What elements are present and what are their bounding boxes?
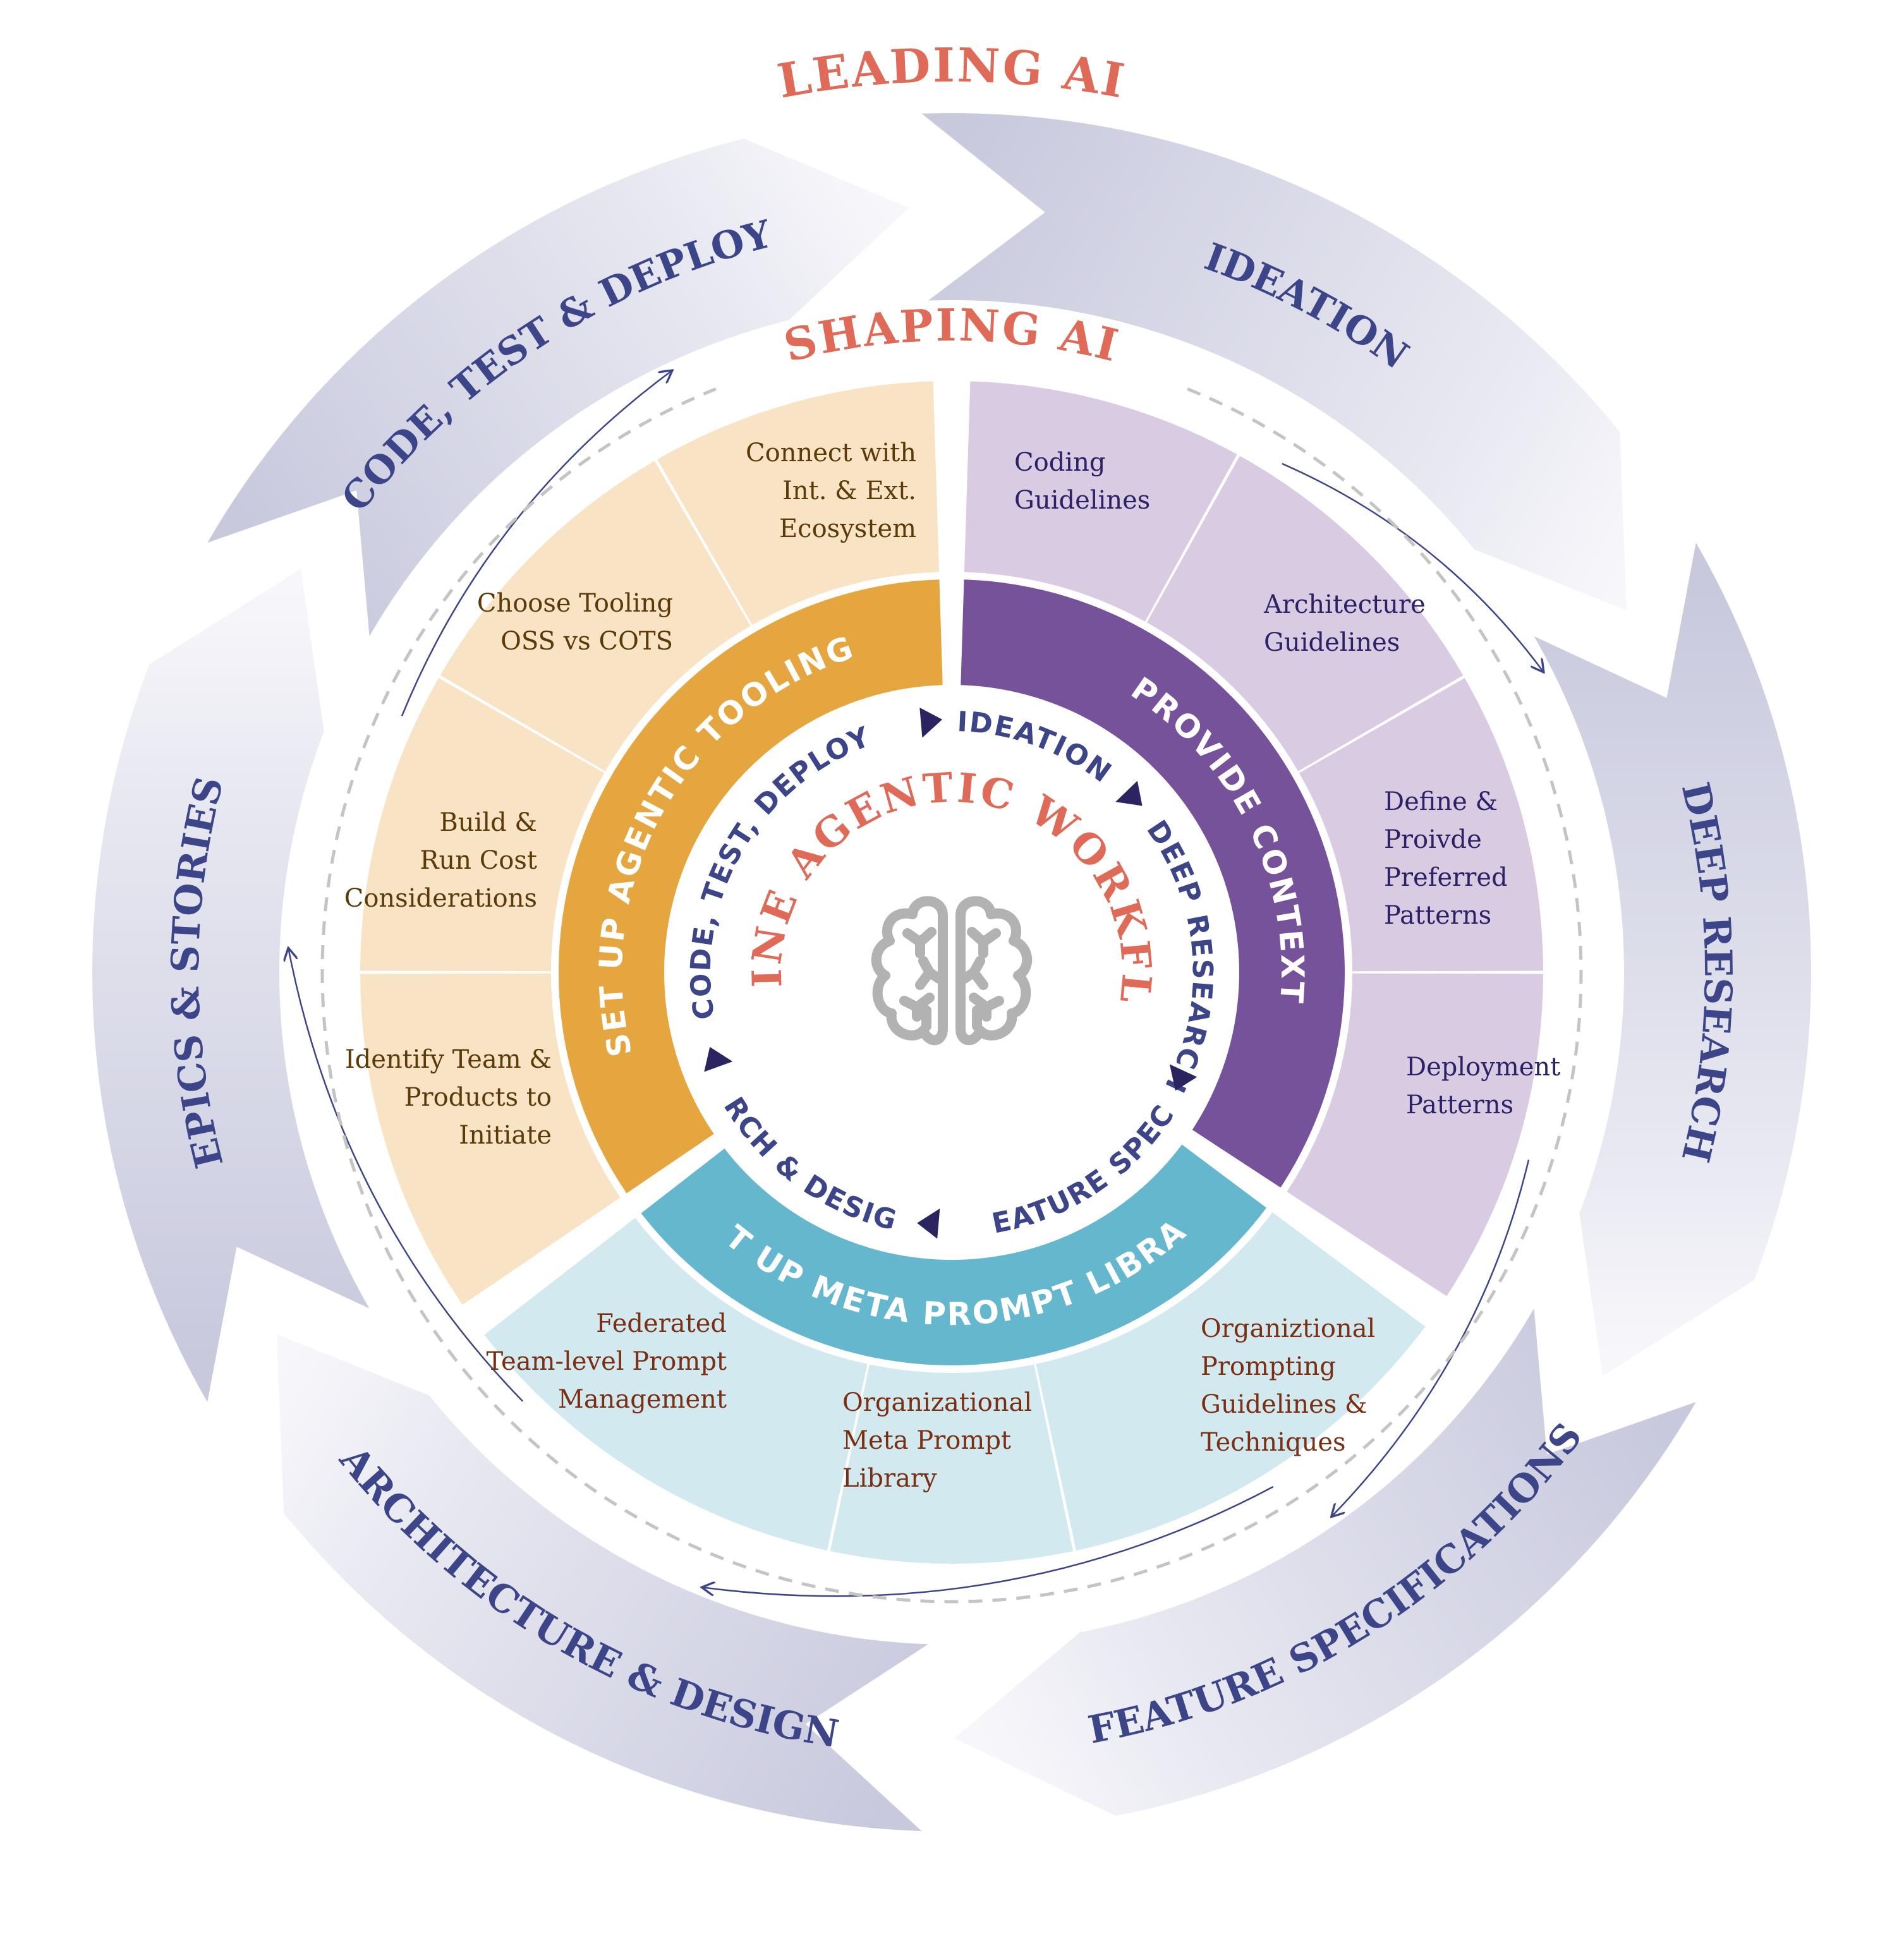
pillar-item-line: OSS vs COTS <box>500 627 673 656</box>
pillar-cell <box>1036 1212 1426 1551</box>
pillar-item-line: Library <box>842 1464 937 1493</box>
pillar-cell <box>830 1364 1074 1564</box>
leading-ai-title: LEADING AI <box>773 39 1130 109</box>
pillar-item-line: Preferred <box>1384 863 1508 892</box>
pillar-item: Identify Team & Products to Initiate <box>345 1045 552 1150</box>
pillar-item-line: Run Cost <box>420 846 537 875</box>
pillar-item-line: Meta Prompt <box>842 1426 1011 1455</box>
pillar-band-purple <box>961 579 1345 1188</box>
play-triangle-icon <box>917 1208 940 1239</box>
outer-stage-arrow <box>921 112 1627 611</box>
pillar-item-line: Ecosystem <box>779 514 916 543</box>
pillar-cell <box>964 381 1237 622</box>
leading-ai-title-path: LEADING AI <box>773 39 1128 109</box>
dashed-boundary <box>320 387 1583 1604</box>
pillar-item-line: Architecture <box>1263 590 1426 619</box>
pillar-item-line: Patterns <box>1406 1091 1513 1120</box>
connector-arrow <box>1282 462 1543 671</box>
pillar-item-line: Initiate <box>459 1121 552 1150</box>
play-triangle-icon <box>1169 1064 1198 1091</box>
play-triangle-icon <box>704 1047 733 1072</box>
pillar-cell <box>484 1218 868 1551</box>
pillar-cell <box>440 461 751 771</box>
pillar-item-line: Identify Team & <box>345 1045 552 1074</box>
pillar-cell <box>1299 678 1543 972</box>
connector-arrow <box>401 371 671 716</box>
outer-stage-arrow <box>92 569 370 1402</box>
pillar-item-line: Management <box>558 1385 727 1414</box>
pillar-band-gold <box>559 579 943 1194</box>
pillar-item-line: Choose Tooling <box>477 589 673 618</box>
inner-circle <box>668 689 1235 1256</box>
pillar-item-line: Deployment <box>1406 1053 1560 1082</box>
pillar-item-line: Federated <box>596 1309 727 1338</box>
pillar-item-line: Proivde <box>1384 825 1482 854</box>
pillar-item-line: Build & <box>439 808 537 837</box>
dashed-ring <box>320 387 1583 1604</box>
outer-stage-arrow <box>207 138 909 636</box>
pillar-item-line: Guidelines <box>1014 486 1150 515</box>
pillar-item-line: Patterns <box>1384 901 1491 930</box>
pillar-item-line: Techniques <box>1201 1428 1346 1457</box>
connector-lines <box>289 371 1543 1597</box>
pillar-cell <box>360 678 605 972</box>
pillar-item-line: Organiztional <box>1201 1314 1375 1343</box>
play-triangle-icon <box>1115 780 1143 806</box>
connector-arrow <box>703 1486 1274 1597</box>
pillar-item-line: Define & <box>1384 787 1498 816</box>
pillar-band-teal <box>641 1144 1267 1365</box>
pillar-cell <box>657 381 940 626</box>
pillar-cell <box>360 973 621 1305</box>
pillar-item-line: Guidelines & <box>1201 1390 1367 1419</box>
pillar-item-line: Products to <box>404 1083 552 1112</box>
pillar-item-line: Team-level Prompt <box>486 1347 727 1376</box>
pillar-item-line: Guidelines <box>1264 628 1400 657</box>
outer-stage-arrow <box>276 1334 928 1832</box>
pillar-item-line: Connect with <box>746 438 916 468</box>
play-triangle-icon <box>919 707 943 738</box>
connector-arrow <box>1332 1159 1530 1516</box>
connector-arrow <box>289 949 524 1402</box>
pillar-item-line: Considerations <box>344 884 537 913</box>
outer-stage-arrow <box>954 1308 1696 1816</box>
pillar-item-line: Coding <box>1014 448 1105 477</box>
pillar-item-line: Int. & Ext. <box>782 476 916 505</box>
pillar-cell <box>1146 456 1464 771</box>
pillar-cell <box>1287 973 1543 1296</box>
pillar-item-line: Organizational <box>842 1388 1032 1417</box>
brain-icon <box>871 896 1033 1046</box>
outer-stage-arrow <box>1534 543 1811 1376</box>
pillar-item-line: Prompting <box>1201 1352 1336 1381</box>
